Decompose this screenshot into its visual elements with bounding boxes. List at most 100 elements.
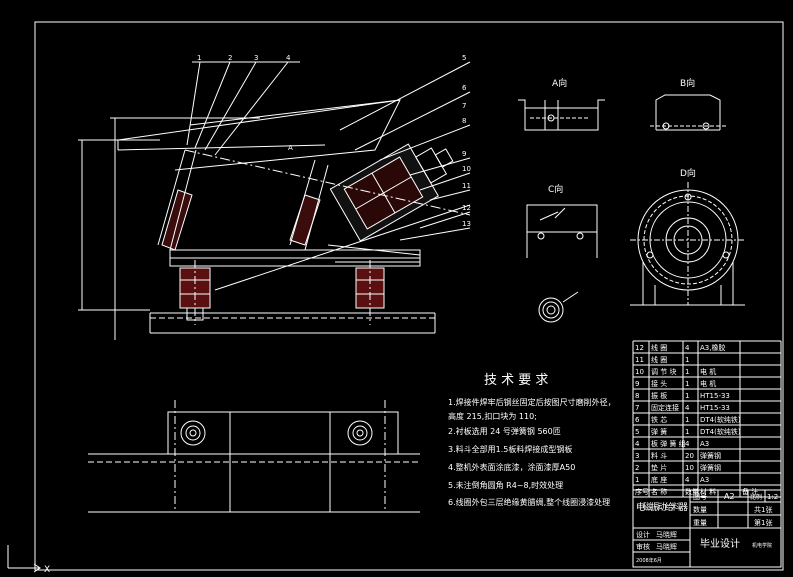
bom-row-material: DT4(软纯铁): [700, 427, 741, 436]
title-block: 电磁振动给料器 图号 A2 比例 1:2 数量 重量 共1张 第1张 设计 马晓…: [632, 489, 782, 568]
checker-name: 马晓辉: [656, 542, 677, 551]
bom-row-name: 调 节 块: [651, 367, 676, 376]
bom-row-no: 2: [635, 464, 639, 472]
bom-header-cell: 备 注: [742, 487, 758, 496]
bom-row-no: 9: [635, 380, 639, 388]
tech-item-2: 2.衬板选用 24 号弹簧钢 560匝: [448, 426, 561, 436]
bom-header-cell: 名 称: [651, 487, 667, 496]
callout-11: 11: [462, 182, 471, 190]
bom-row-material: A3,橡胶: [700, 343, 725, 352]
callout-5: 5: [462, 54, 466, 62]
bom-row-no: 11: [635, 356, 644, 364]
bom-row-qty: 1: [685, 416, 689, 424]
svg-text:X: X: [44, 565, 50, 575]
bom-row-name: 铁 芯: [651, 415, 667, 424]
bom-row-qty: 1: [685, 368, 689, 376]
callout-9: 9: [462, 150, 466, 158]
view-b-label: B向: [680, 77, 695, 89]
bom-row-no: 6: [635, 416, 640, 424]
design-label: 设计: [636, 530, 650, 539]
project-name: 毕业设计: [700, 537, 740, 550]
bom-row-qty: 10: [685, 464, 694, 472]
view-d: D向: [630, 167, 745, 306]
tech-item-1b: 高度 215,扣口块为 110;: [448, 411, 537, 421]
date-text: 2008年6月: [636, 557, 662, 564]
view-b: B向: [650, 77, 728, 131]
bom-row-qty: 4: [685, 404, 690, 412]
sheets-total: 共1张: [754, 505, 772, 514]
bom-row-no: 10: [635, 368, 644, 376]
bom-row-name: 板 弹 簧 组: [651, 439, 686, 448]
bom-row-no: 1: [635, 476, 639, 484]
tech-title: 技 术 要 求: [484, 373, 548, 388]
bom-row-qty: 1: [685, 428, 689, 436]
bom-row-name: 线 圈: [651, 343, 667, 352]
view-c: C向: [526, 183, 598, 258]
check-label: 审核: [636, 542, 650, 551]
bom-row-qty: 4: [685, 476, 690, 484]
callout-1: 1: [197, 54, 201, 62]
bom-row-no: 8: [635, 392, 639, 400]
view-c-label: C向: [548, 183, 563, 195]
bom-row-no: 12: [635, 344, 644, 352]
view-a-label: A向: [552, 77, 567, 89]
bom-row-no: 5: [635, 428, 639, 436]
bom-row-name: 线 圈: [651, 355, 667, 364]
callout-10: 10: [462, 165, 471, 173]
drawing-no-label: 图号: [693, 493, 707, 501]
bom-row-name: 垫 片: [651, 463, 667, 472]
view-d-label: D向: [680, 167, 696, 179]
bom-row-qty: 1: [685, 356, 689, 364]
tech-requirements: 技 术 要 求 1.焊接件焊牢后钢丝固定后按图尺寸磨削外径， 高度 215,扣口…: [448, 373, 616, 507]
tech-item-4: 4.整机外表面涂底漆，涂面漆厚A50: [448, 462, 575, 472]
bom-row-qty: 20: [685, 452, 694, 460]
bom-row-no: 7: [635, 404, 639, 412]
ucs-icon: X: [7, 545, 50, 575]
callout-12: 12: [462, 204, 471, 212]
bom-row-name: 弹 簧: [651, 427, 667, 436]
scale-value: 1:2: [767, 493, 778, 501]
scale-label: 比例: [750, 493, 762, 501]
bom-row-material: A3: [700, 476, 709, 484]
detail-ring: [538, 291, 579, 323]
bom-row-material: HT15-33: [700, 392, 730, 400]
bom-row-material: 电 机: [700, 379, 716, 388]
callout-7: 7: [462, 102, 466, 110]
callout-8: 8: [462, 117, 466, 125]
bom-row-material: DT4(软纯铁): [700, 415, 741, 424]
callout-4: 4: [286, 54, 291, 62]
bom-row-qty: 1: [685, 392, 689, 400]
product-name: 电磁振动给料器: [636, 501, 688, 513]
drawing-frame: [34, 21, 784, 571]
bottom-plan-view: [88, 400, 420, 513]
callout-6: 6: [462, 84, 467, 92]
bom-header-cell: 材 料: [700, 487, 716, 496]
main-side-view: [78, 61, 471, 340]
tech-item-1: 1.焊接件焊牢后钢丝固定后按图尺寸磨削外径，: [448, 397, 616, 407]
bom-row-name: 振 板: [651, 391, 667, 400]
sheet-no: 第1张: [754, 518, 772, 527]
dept-name: 机电学院: [752, 542, 772, 549]
designer-name: 马晓辉: [656, 530, 677, 539]
bom-row-name: 固定连接: [651, 403, 679, 412]
bom-header-cell: 序号: [635, 487, 649, 496]
bom-row-qty: 4: [685, 344, 690, 352]
bom-row-material: 弹簧钢: [700, 451, 721, 460]
tech-item-5: 5.未注倒角圆角 R4~8,时效处理: [448, 480, 563, 490]
weight-label: 重量: [693, 519, 707, 527]
dim-a-label: A: [288, 144, 293, 152]
drawing-no: A2: [724, 492, 735, 501]
view-a: A向: [518, 77, 605, 131]
callout-3: 3: [254, 54, 258, 62]
bom-row-material: 电 机: [700, 367, 716, 376]
callout-labels: 1 2 3 4 5 6 7 8 9 10 11 12 13: [197, 54, 471, 228]
bom-row-no: 3: [635, 452, 639, 460]
callout-2: 2: [228, 54, 232, 62]
bom-row-material: HT15-33: [700, 404, 730, 412]
tech-item-3: 3.料斗全部用1.5板料焊接成型钢板: [448, 444, 572, 454]
callout-13: 13: [462, 220, 471, 228]
bom-row-no: 4: [635, 440, 640, 448]
bom-row-name: 料 斗: [651, 451, 667, 460]
